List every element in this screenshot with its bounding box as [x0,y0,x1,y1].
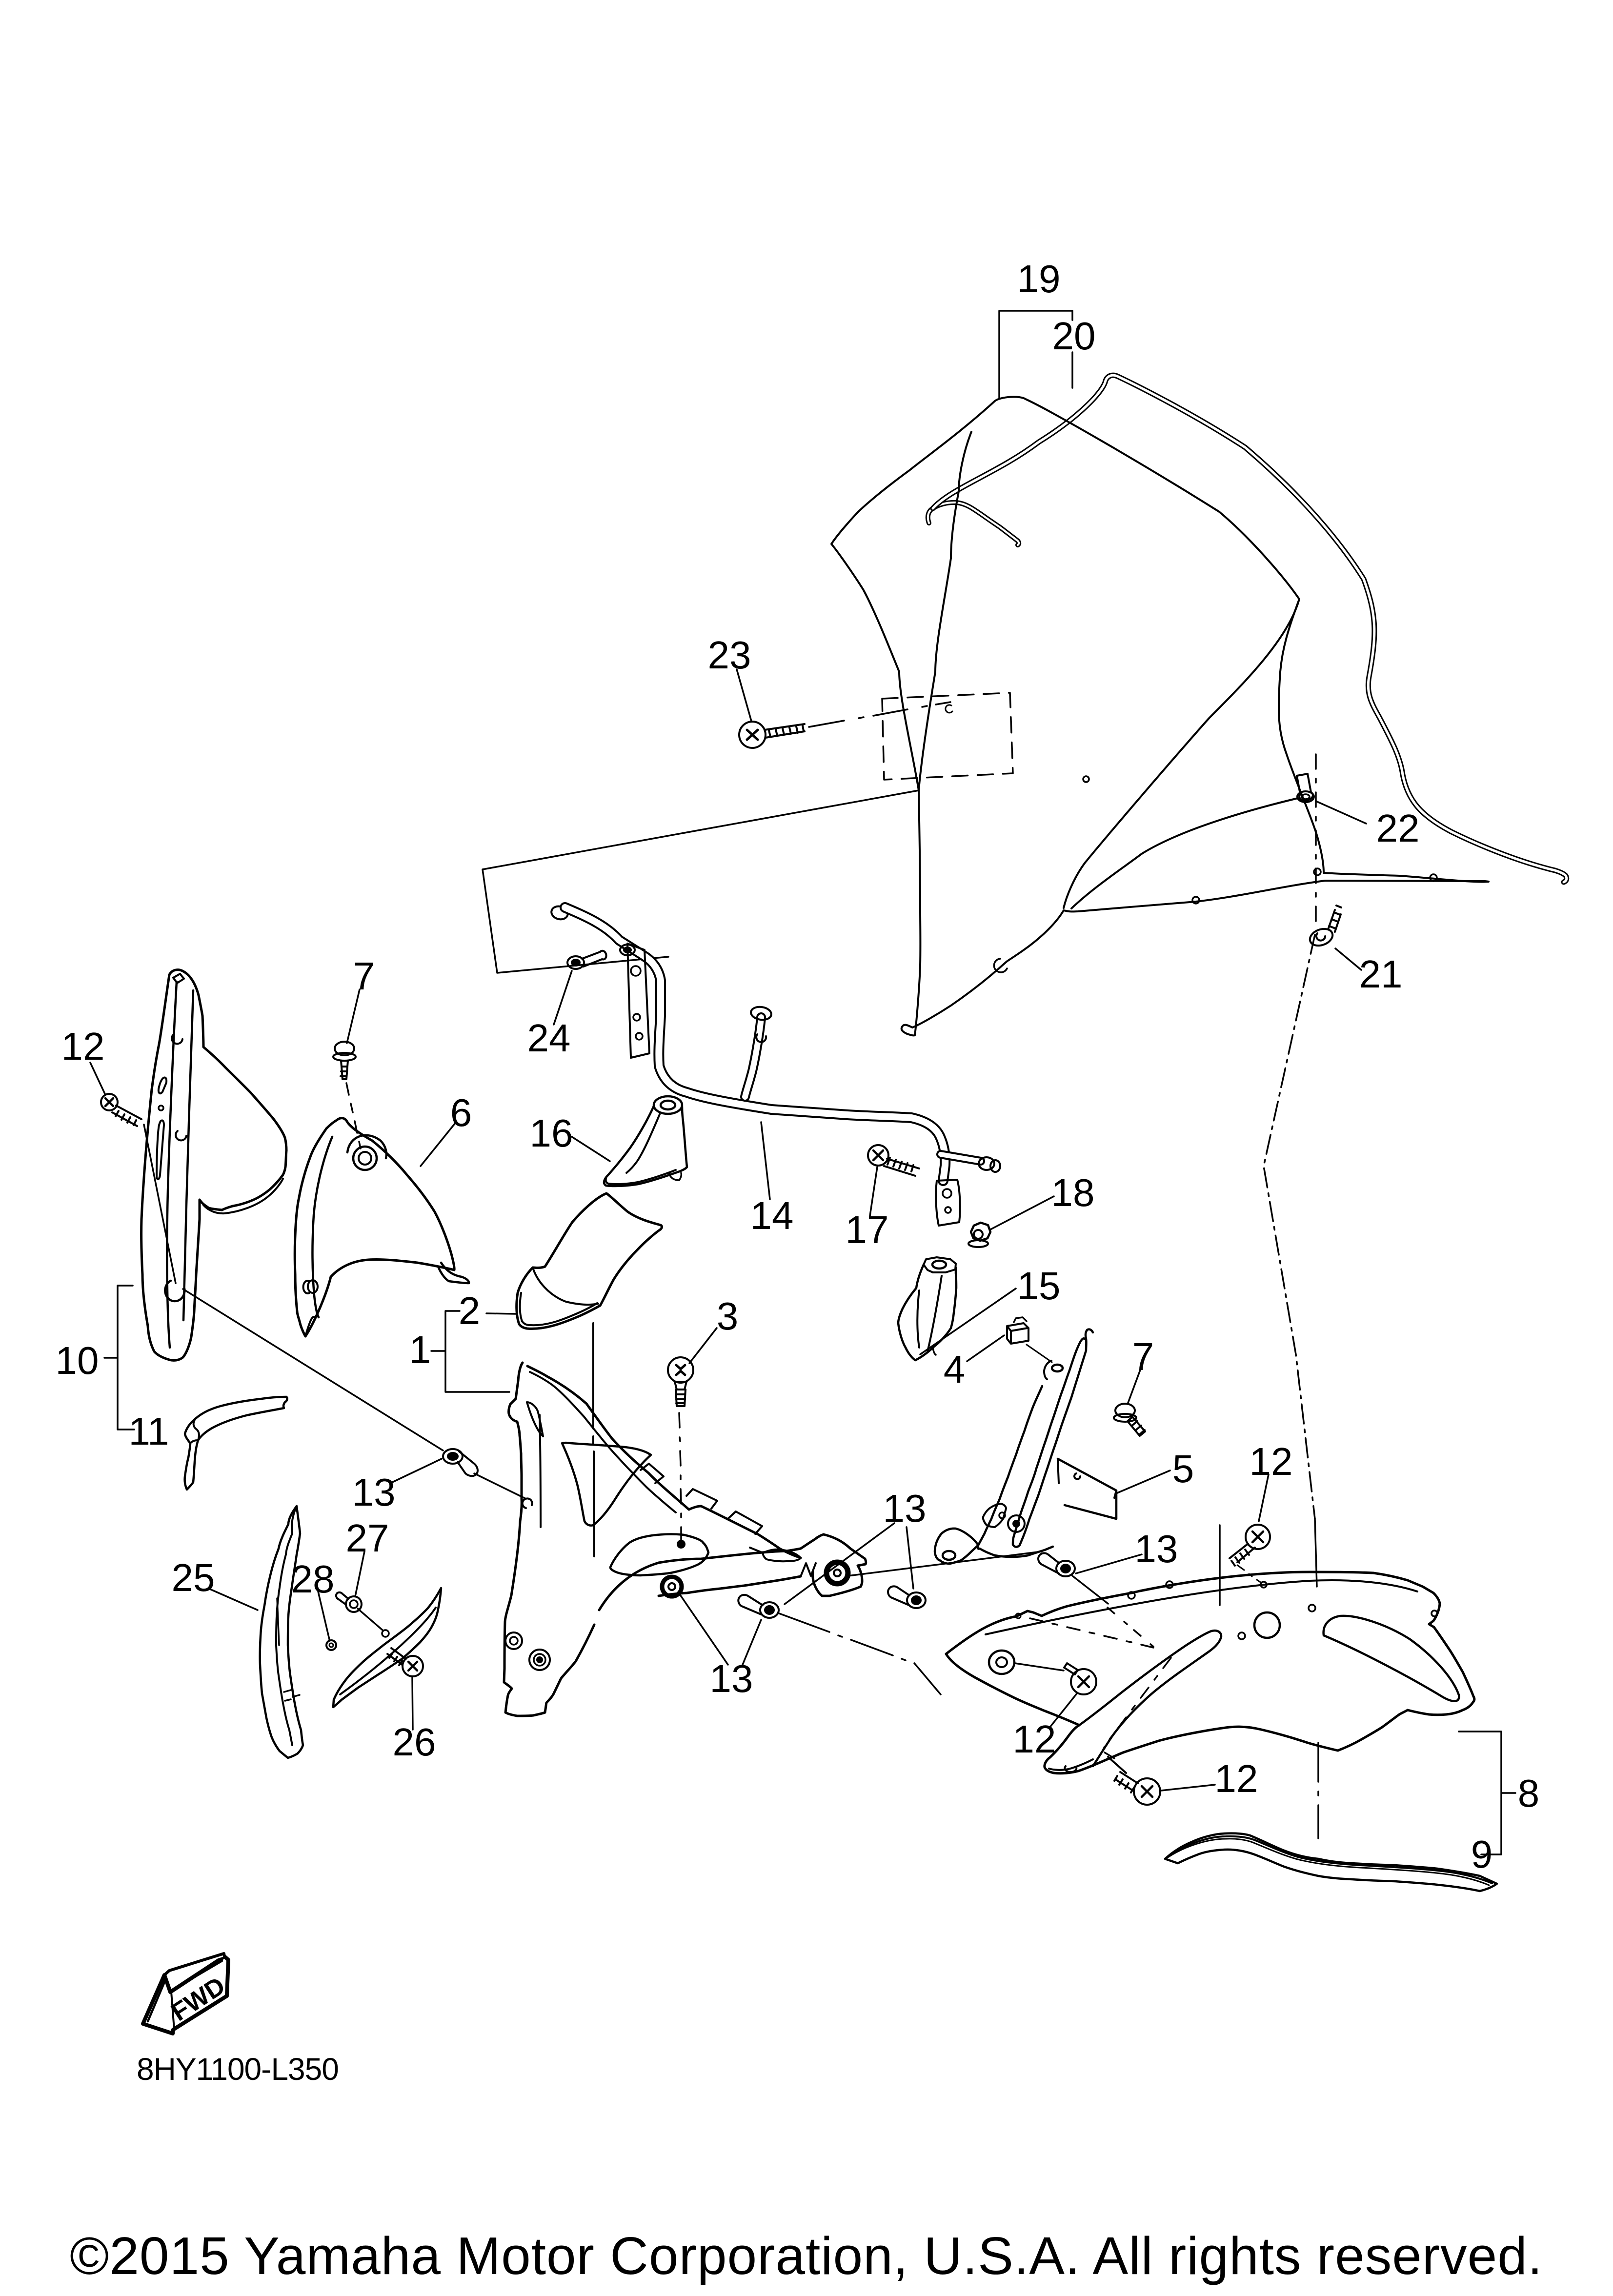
svg-text:7: 7 [353,954,375,998]
svg-text:7: 7 [1132,1335,1154,1378]
svg-text:2: 2 [459,1289,481,1332]
svg-text:17: 17 [846,1208,889,1251]
svg-text:27: 27 [346,1516,389,1560]
svg-text:4: 4 [944,1348,966,1391]
svg-text:11: 11 [128,1410,169,1453]
svg-text:13: 13 [1135,1527,1178,1571]
svg-text:12: 12 [1013,1717,1056,1761]
svg-text:9: 9 [1471,1833,1493,1876]
svg-text:1: 1 [409,1328,431,1371]
svg-text:5: 5 [1172,1447,1194,1490]
svg-text:13: 13 [883,1487,927,1530]
svg-text:15: 15 [1017,1264,1061,1308]
svg-text:23: 23 [708,633,751,677]
svg-text:12: 12 [61,1025,105,1068]
svg-text:24: 24 [527,1016,571,1060]
svg-text:10: 10 [56,1339,99,1382]
svg-text:3: 3 [717,1294,739,1338]
svg-text:16: 16 [530,1111,573,1155]
svg-text:25: 25 [172,1556,215,1599]
svg-text:21: 21 [1359,952,1403,996]
svg-text:14: 14 [750,1194,794,1237]
svg-text:13: 13 [352,1470,396,1514]
svg-text:12: 12 [1215,1757,1258,1800]
svg-text:26: 26 [393,1720,436,1764]
svg-text:28: 28 [291,1557,335,1601]
svg-text:6: 6 [450,1091,472,1134]
svg-text:19: 19 [1017,257,1061,301]
svg-text:8: 8 [1518,1772,1540,1815]
svg-text:13: 13 [710,1657,753,1700]
svg-text:12: 12 [1250,1440,1293,1483]
svg-text:22: 22 [1376,806,1420,850]
svg-text:8HY1100-L350: 8HY1100-L350 [137,2052,339,2087]
svg-text:18: 18 [1051,1171,1095,1214]
svg-text:20: 20 [1052,314,1096,358]
